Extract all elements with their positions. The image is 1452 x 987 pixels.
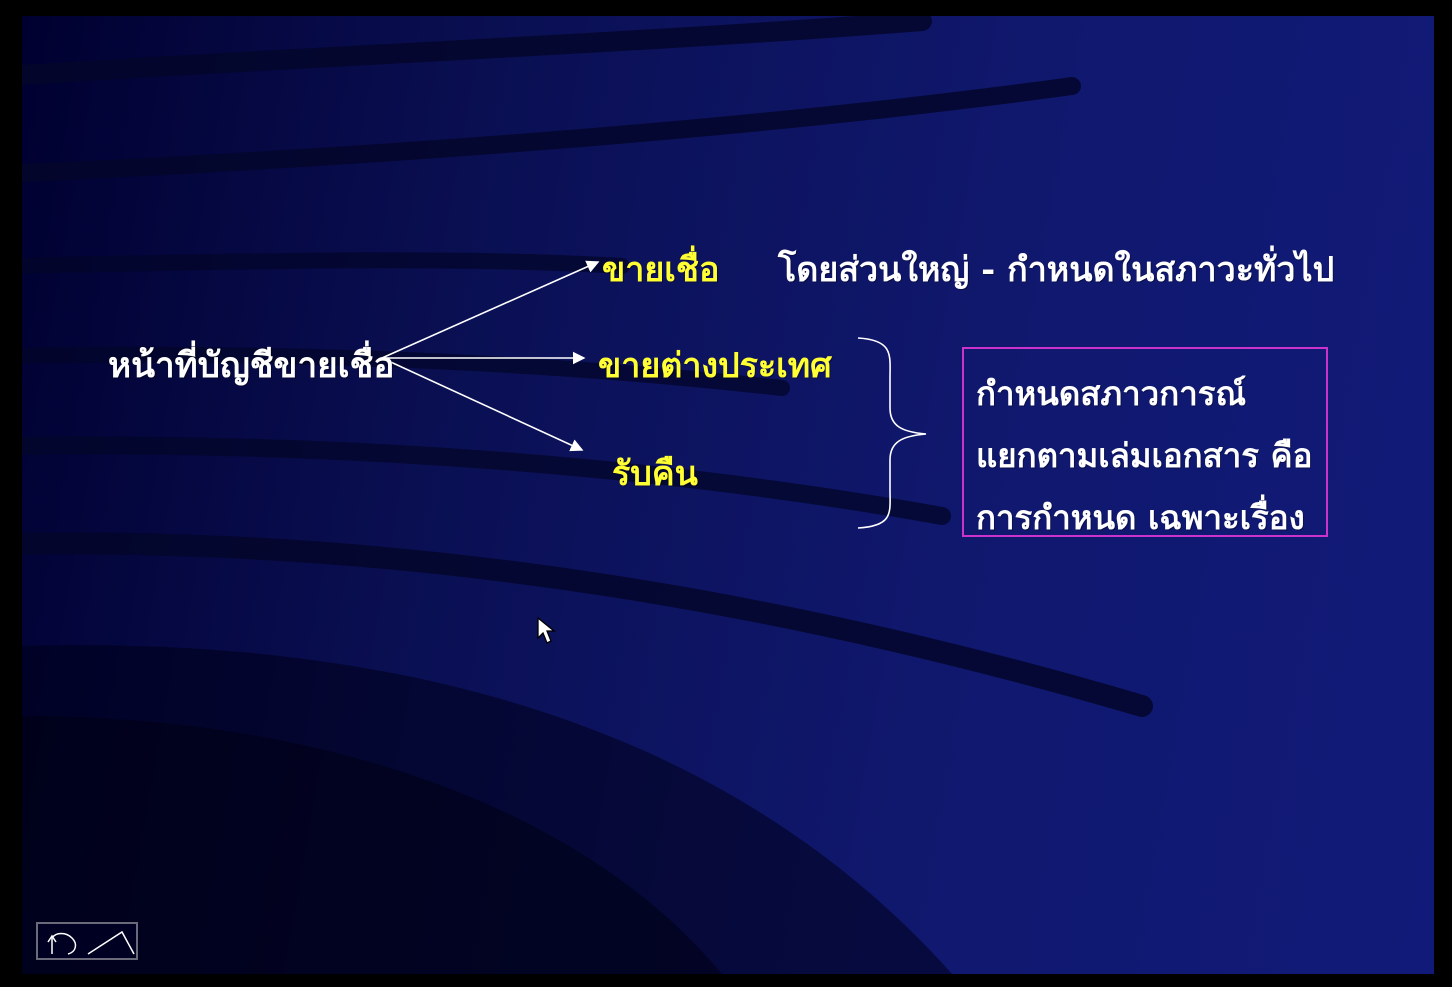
pen-icon[interactable] [87, 930, 135, 955]
branch-label-export-sale: ขายต่างประเทศ [598, 346, 832, 386]
grouping-brace [857, 337, 927, 529]
mouse-pointer-icon [537, 616, 556, 644]
info-box: กำหนดสภาวการณ์ แยกตามเล่มเอกสาร คือ การก… [962, 347, 1328, 537]
info-box-line: แยกตามเล่มเอกสาร คือ [976, 436, 1313, 475]
arrow-to-branch-1 [381, 260, 600, 359]
info-box-line: กำหนดสภาวการณ์ [976, 374, 1247, 413]
back-arrow-icon[interactable] [47, 932, 77, 955]
slideshow-nav-widget[interactable] [36, 922, 138, 960]
slide-canvas: หน้าที่บัญชีขายเชื่อ ขายเชื่อ โดยส่วนใหญ… [22, 16, 1434, 974]
background-swooshes [22, 16, 1153, 974]
branch-label-returns: รับคืน [612, 454, 698, 494]
branch-note-credit-sale: โดยส่วนใหญ่ - กำหนดในสภาวะทั่วไป [778, 250, 1335, 290]
info-box-line: การกำหนด เฉพาะเรื่อง [976, 498, 1305, 537]
branch-label-credit-sale: ขายเชื่อ [602, 250, 720, 290]
root-label: หน้าที่บัญชีขายเชื่อ [108, 345, 395, 386]
arrow-to-branch-3 [381, 357, 584, 452]
connector-lines [381, 260, 927, 529]
